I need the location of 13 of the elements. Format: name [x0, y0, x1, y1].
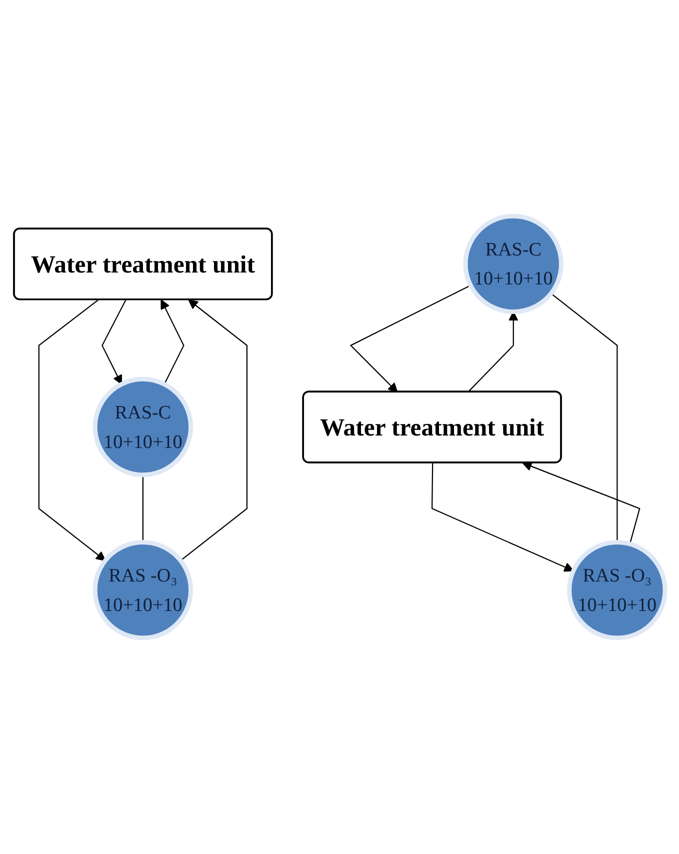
arrow: [522, 462, 640, 544]
node-circle: RAS-C 10+10+10: [92, 376, 194, 478]
arrow: [350, 284, 471, 393]
node-circle: RAS -O₃ 10+10+10: [567, 540, 668, 640]
node-circle: RAS -O₃ 10+10+10: [92, 540, 194, 640]
connector: [550, 293, 618, 542]
connector: [142, 474, 144, 542]
arrow: [431, 462, 574, 572]
node-circle: RAS-C 10+10+10: [463, 214, 564, 314]
arrow: [180, 299, 248, 561]
arrow: [160, 299, 184, 384]
arrow: [38, 299, 106, 562]
arrow: [102, 300, 126, 385]
